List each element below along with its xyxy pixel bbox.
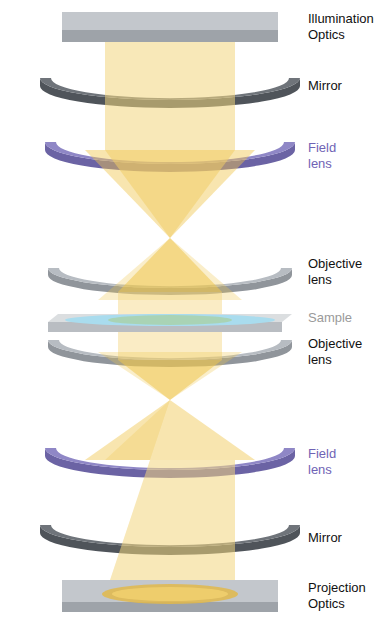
projection-optics (62, 580, 278, 612)
part-label: Illumination Optics (308, 11, 388, 43)
part-label: Objective lens (308, 256, 380, 288)
part-label: Mirror (308, 530, 388, 546)
part-label: Field lens (308, 446, 350, 478)
illumination-optics (62, 12, 278, 42)
sample-slide (48, 314, 292, 332)
part-label: Field lens (308, 140, 350, 172)
part-label: Sample (308, 310, 388, 326)
part-label: Objective lens (308, 336, 380, 368)
part-label: Projection Optics (308, 580, 388, 612)
part-label: Mirror (308, 78, 388, 94)
